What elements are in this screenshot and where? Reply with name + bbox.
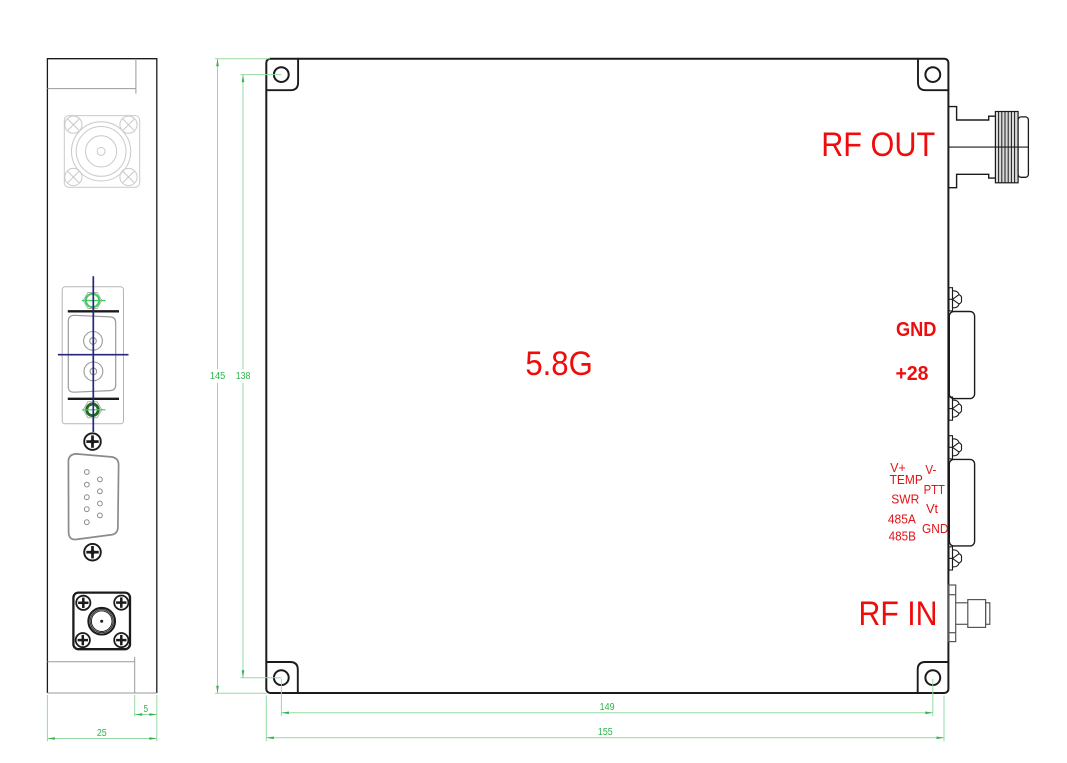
dim-lid-step: 5 <box>144 704 149 715</box>
dimension-arrows <box>47 58 944 740</box>
n-connector-profile <box>948 105 1030 189</box>
dim-hole-span-vertical: 138 <box>236 371 251 382</box>
corner-pads <box>266 58 949 693</box>
dimension-lines <box>47 58 944 739</box>
db9-connector-face <box>67 453 120 541</box>
dim-hole-span-horizontal: 149 <box>600 702 615 713</box>
panel-screw-lower <box>83 542 102 562</box>
sma-screws <box>74 594 130 649</box>
module-label: 5.8G <box>525 345 593 383</box>
front-view <box>265 57 1030 694</box>
jack-screw <box>948 546 963 571</box>
sma-connector-profile <box>947 584 991 643</box>
pin-label-485a: 485A <box>888 511 916 526</box>
plus28-label: +28 <box>896 363 929 385</box>
side-view-lid-step-top <box>47 58 137 94</box>
sma-connector-face <box>72 591 132 651</box>
centerline-cross <box>57 276 129 432</box>
pin-label-temp: TEMP <box>890 472 923 487</box>
dim-height-overall: 145 <box>210 371 226 382</box>
jack-screw <box>948 396 963 421</box>
side-view <box>46 58 158 694</box>
jack-screws <box>948 287 963 571</box>
jack-screw <box>948 435 963 460</box>
jack-screw <box>948 287 963 312</box>
power-connector-profile <box>948 310 976 400</box>
extension-lines <box>46 58 945 742</box>
dimensions: 145 138 149 155 5 25 <box>46 58 945 742</box>
n-connector-face <box>63 115 141 188</box>
db9-connector-profile <box>948 458 976 547</box>
pin-label-vt: Vt <box>926 501 938 516</box>
db9-pin-labels-right: V- PTT Vt GND <box>922 462 948 536</box>
panel-screw-upper <box>83 432 102 451</box>
pin-label-vplus: V+ <box>890 460 905 475</box>
side-view-lid-step-bottom <box>47 656 136 693</box>
dim-width-overall: 155 <box>598 727 613 738</box>
rf-in-label: RF IN <box>859 595 938 633</box>
db9-pin-labels-left: V+ TEMP SWR 485A 485B <box>888 460 923 543</box>
rf-out-label: RF OUT <box>821 126 935 164</box>
gnd-label: GND <box>896 319 937 341</box>
front-view-outline <box>265 57 950 694</box>
side-view-outline <box>46 58 158 693</box>
labels: RF OUT 5.8G GND +28 V+ TEMP SWR 485A 485… <box>525 126 948 633</box>
pin-label-swr: SWR <box>891 491 919 506</box>
dim-side-depth: 25 <box>97 728 107 739</box>
power-connector-face <box>57 276 129 432</box>
pin-label-gnd: GND <box>922 521 948 536</box>
pin-label-vminus: V- <box>925 462 936 477</box>
pin-label-485b: 485B <box>889 528 916 543</box>
pin-label-ptt: PTT <box>924 482 945 497</box>
